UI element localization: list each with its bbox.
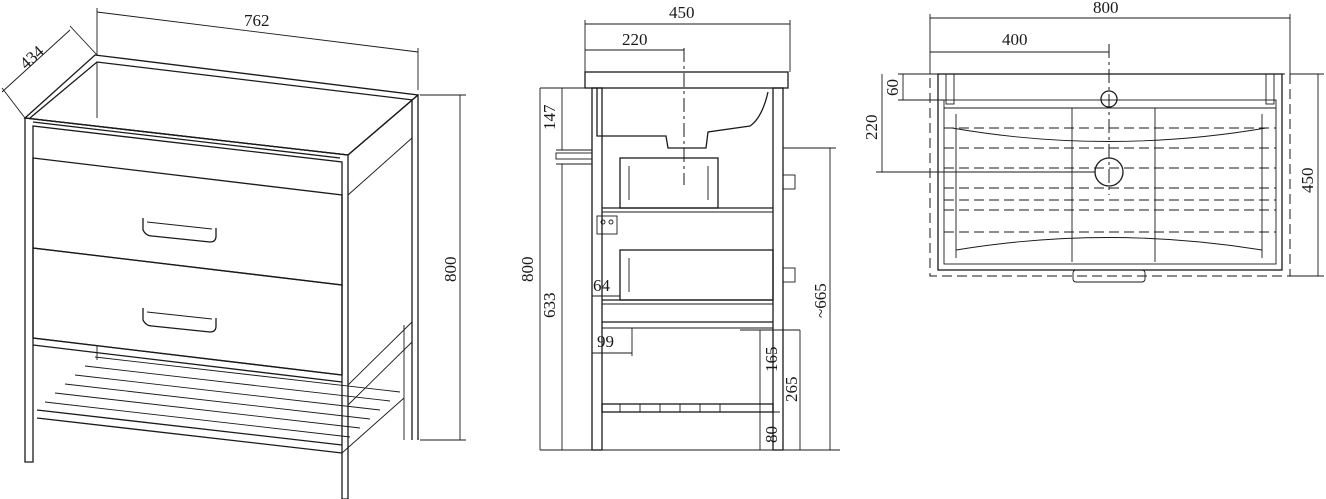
dim-width-762: 762	[244, 11, 270, 30]
side-drawer-bottom	[602, 249, 796, 305]
side-dimensions	[539, 20, 840, 451]
perspective-view: 762 434 800	[1, 8, 466, 499]
side-view: 450 220 147 800 633 64 99 ~665 165 265 8…	[518, 3, 840, 451]
dim-rim-60: 60	[883, 79, 902, 96]
perspective-dimensions	[1, 8, 466, 441]
dim-drain-400: 400	[1002, 30, 1028, 49]
top-handle	[1072, 269, 1146, 283]
dim-depth-450: 450	[1298, 168, 1317, 194]
basin-bowl	[596, 88, 769, 149]
dim-depth-434: 434	[16, 41, 48, 73]
top-view: 800 400 60 220 450	[862, 0, 1324, 283]
dim-depth-450: 450	[669, 3, 695, 22]
dim-drawer-633: 633	[540, 293, 559, 319]
slatted-shelf	[36, 356, 405, 454]
side-drawer-top	[602, 157, 796, 213]
dim-leg-99: 99	[597, 332, 614, 351]
drawer-bottom	[32, 247, 343, 376]
dim-drain-220: 220	[622, 30, 648, 49]
dim-shelf-clear-165: 165	[762, 347, 781, 373]
dim-height-800: 800	[441, 257, 460, 283]
dim-front-665: ~665	[811, 283, 830, 318]
dim-width-800: 800	[1093, 0, 1119, 17]
dim-drain-220: 220	[862, 115, 881, 141]
basin-top-curve	[951, 127, 1267, 142]
dim-shelf-height-265: 265	[782, 377, 801, 403]
dim-total-800: 800	[518, 257, 537, 283]
dim-basin-147: 147	[540, 104, 559, 130]
top-dimensions	[876, 14, 1324, 277]
hinge-bracket	[596, 215, 618, 235]
dim-shelf-base-80: 80	[762, 426, 781, 443]
countertop	[584, 71, 789, 89]
dim-handle-64: 64	[593, 276, 611, 295]
side-shelf	[601, 403, 774, 413]
drain-pipe	[555, 152, 593, 160]
basin	[23, 54, 420, 159]
cabinet-side-front	[591, 87, 603, 451]
